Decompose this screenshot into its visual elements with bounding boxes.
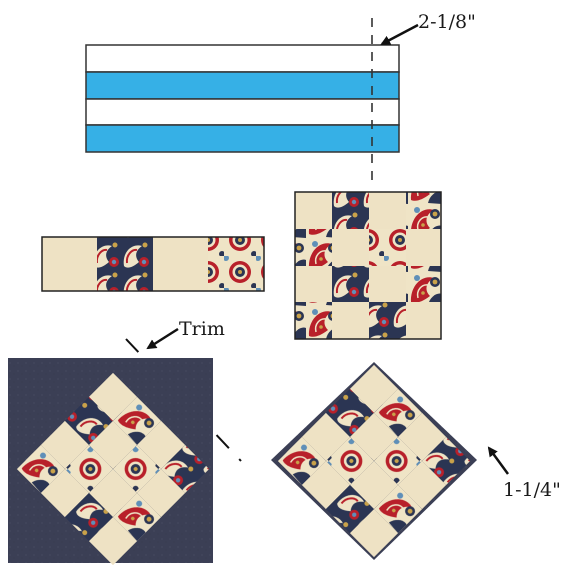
strip-set <box>85 44 400 153</box>
trimmed-block <box>271 355 477 562</box>
block-square <box>369 229 406 266</box>
block-square <box>369 266 406 302</box>
arrow-icon <box>146 327 179 350</box>
pieced-block <box>294 191 442 340</box>
strip-blue <box>85 124 400 153</box>
untrimmed-block <box>8 358 213 565</box>
block-square <box>406 229 441 266</box>
arrow-icon <box>487 446 510 475</box>
block-square <box>406 266 441 302</box>
strip-square <box>208 237 264 291</box>
block-square <box>369 302 406 339</box>
block-square <box>332 266 369 302</box>
block-square <box>295 266 332 302</box>
border-width-label: 1-1/4" <box>503 479 561 501</box>
strip-white <box>85 98 400 126</box>
block-square <box>332 229 369 266</box>
block-square <box>295 229 332 266</box>
strip-square <box>97 237 153 291</box>
strip-white <box>85 44 400 73</box>
trim-label: Trim <box>179 318 225 340</box>
block-square <box>295 302 332 339</box>
arrow-icon <box>380 23 419 46</box>
block-square <box>406 192 441 229</box>
strip-square <box>42 237 97 291</box>
strip-square <box>153 237 208 291</box>
block-square <box>369 192 406 229</box>
block-square <box>295 192 332 229</box>
block-square <box>406 302 441 339</box>
pieced-strip <box>41 236 265 292</box>
block-square <box>332 302 369 339</box>
block-square <box>332 192 369 229</box>
strip-blue <box>85 71 400 100</box>
strip-cut-label: 2-1/8" <box>418 11 476 33</box>
